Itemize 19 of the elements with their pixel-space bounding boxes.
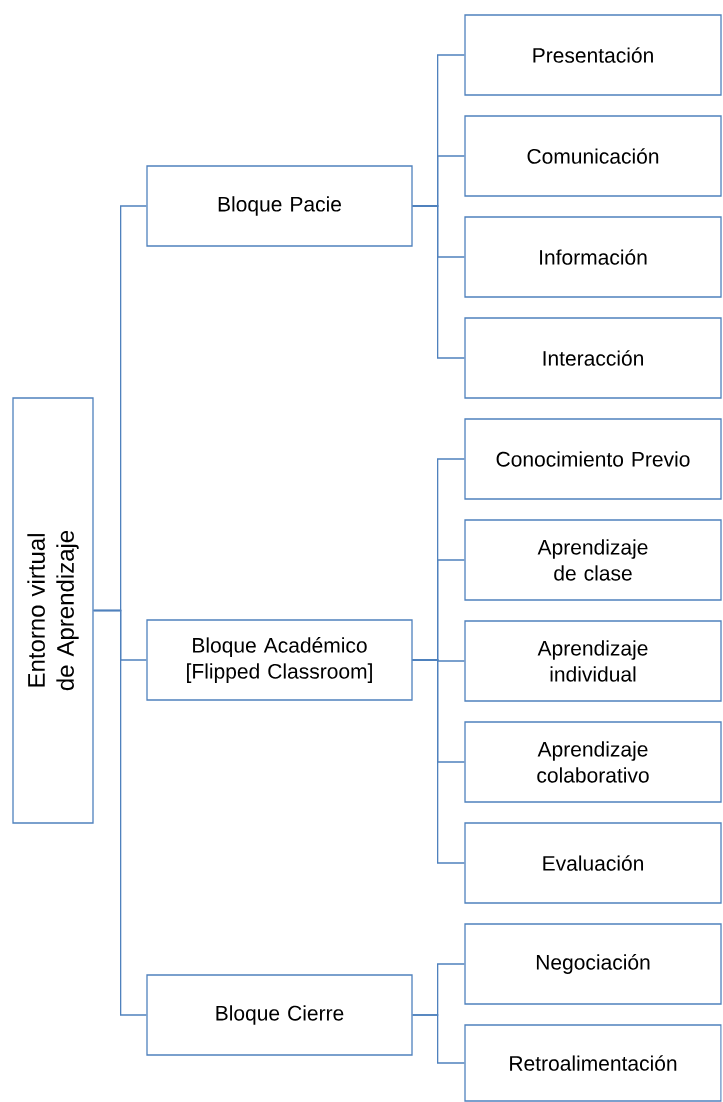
topic-box: Aprendizaje de clase: [464, 519, 722, 601]
topic-box: Aprendizaje colaborativo: [464, 721, 722, 803]
connector: [412, 659, 465, 864]
topic-box: Retroalimentación: [464, 1024, 722, 1102]
root-box: Entorno virtual de Aprendizaje: [12, 397, 94, 824]
block-box: Bloque Pacie: [146, 165, 413, 247]
connector: [412, 205, 465, 359]
connector: [93, 609, 147, 1016]
topic-box: Comunicación: [464, 115, 722, 197]
topic-box: Aprendizaje individual: [464, 620, 722, 702]
topic-box: Información: [464, 216, 722, 298]
topic-box: Presentación: [464, 14, 722, 96]
block-box: Bloque Académico [Flipped Classroom]: [146, 619, 413, 701]
block-box: Bloque Cierre: [146, 974, 413, 1056]
topic-box: Evaluación: [464, 822, 722, 904]
topic-box: Negociación: [464, 923, 722, 1005]
connector: [412, 1014, 465, 1064]
topic-box: Interacción: [464, 317, 722, 399]
topic-box: Conocimiento Previo: [464, 418, 722, 500]
